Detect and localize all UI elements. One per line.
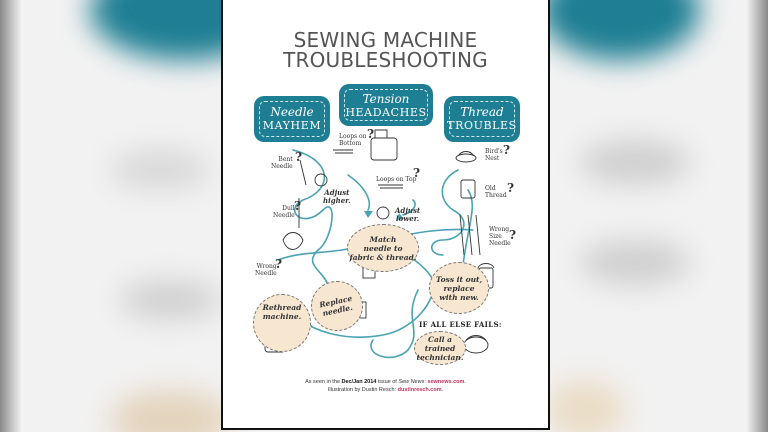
title-line-1: SEWING MACHINE	[293, 28, 478, 52]
question-mark: ?	[503, 143, 511, 157]
question-mark: ?	[413, 166, 421, 180]
credits: As seen in the Dec/Jan 2014 issue of Sew…	[305, 379, 466, 393]
question-mark: ?	[367, 127, 375, 141]
badge-needle-mayhem: Needle MAYHEM	[256, 98, 328, 140]
dustinresch-link[interactable]: dustinresch.com	[397, 387, 442, 393]
badge-tension-headaches: Tension HEADACHES	[341, 86, 431, 124]
badge-thread-line1: Thread	[460, 105, 504, 119]
question-mark: ?	[275, 257, 283, 271]
if-all-else-fails-heading: IF ALL ELSE FAILS:	[419, 320, 502, 329]
right-edge-shade	[746, 0, 768, 432]
question-mark: ?	[295, 150, 303, 164]
badge-tension-line1: Tension	[362, 92, 410, 106]
blurred-shape	[120, 280, 220, 320]
question-mark: ?	[294, 199, 302, 213]
blurred-shape	[580, 240, 690, 285]
blurred-shape	[580, 140, 690, 185]
blurred-beige-blob	[110, 390, 230, 432]
badge-thread-line2: TROUBLES	[447, 119, 517, 132]
blurred-shape	[110, 150, 210, 190]
badge-tension-line2: HEADACHES	[345, 106, 427, 119]
infographic-card: SEWING MACHINE TROUBLESHOOTING	[221, 0, 550, 430]
left-edge-shade	[0, 0, 22, 432]
badge-thread-troubles: Thread TROUBLES	[446, 98, 518, 140]
label-loops-top: Loops on Top	[376, 176, 417, 183]
flow-lines	[264, 129, 495, 359]
sewnews-link[interactable]: sewnews.com	[427, 379, 465, 385]
question-mark: ?	[509, 228, 517, 242]
blurred-beige-blob	[545, 380, 625, 432]
badge-needle-line1: Needle	[270, 105, 314, 119]
title-line-2: TROUBLESHOOTING	[283, 48, 488, 72]
blurred-teal-blob-right	[540, 0, 700, 60]
badge-needle-line2: MAYHEM	[262, 119, 322, 132]
question-mark: ?	[507, 181, 515, 195]
